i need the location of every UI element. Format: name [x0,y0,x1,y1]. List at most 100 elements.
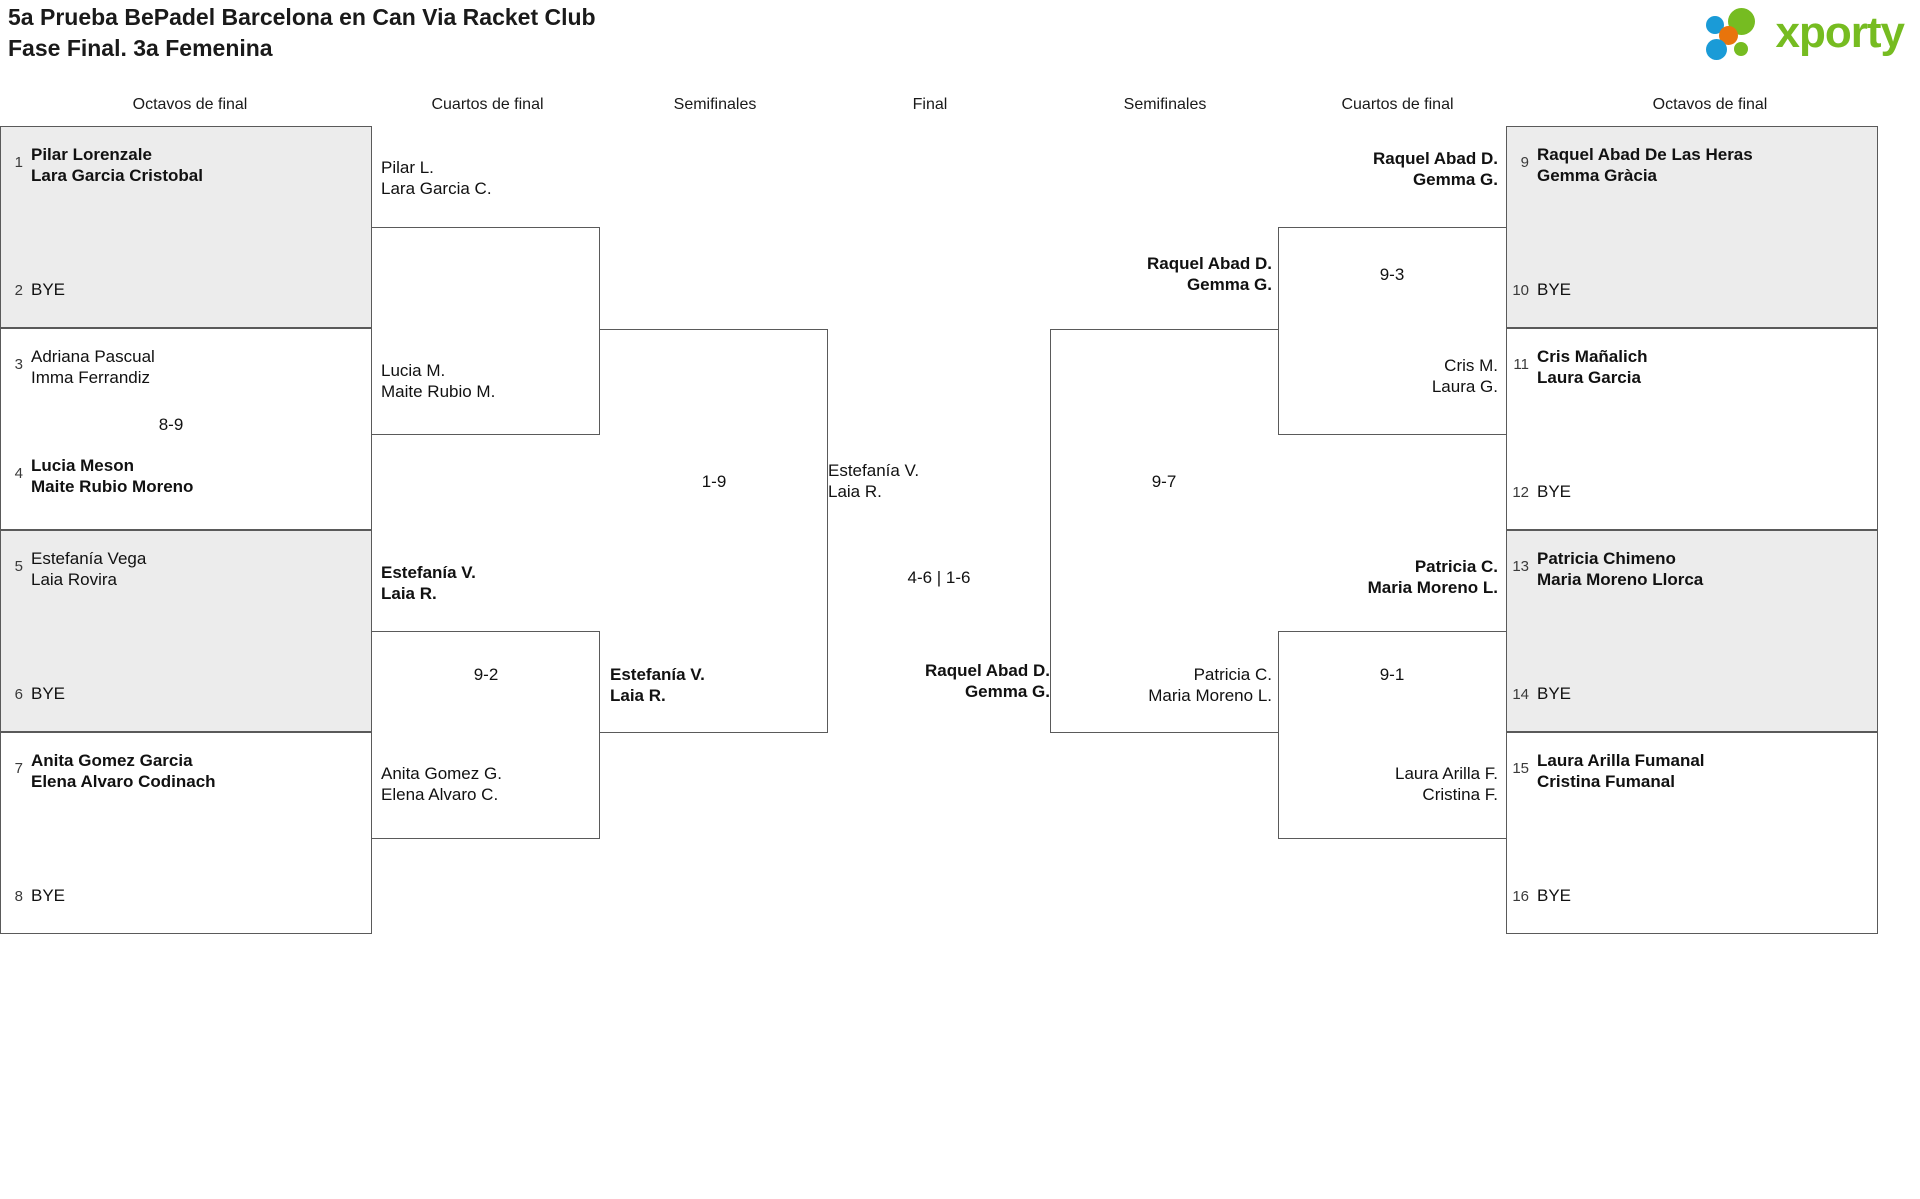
seed-number: 9 [1520,154,1529,171]
sf-score-left: 1-9 [701,472,727,491]
qf-entry-left-1: Pilar L. Lara Garcia C. [381,157,492,199]
title-line-2: Fase Final. 3a Femenina [8,35,273,61]
player-line-2: Gemma G. [1412,170,1498,189]
round-header-final: Final [912,96,948,113]
player-names: Pilar Lorenzale Lara Garcia Cristobal [31,144,203,186]
player-names: Lucia Meson Maite Rubio Moreno [31,455,193,497]
xporty-logo: xporty [1705,6,1905,60]
seed-number: 4 [14,465,23,482]
bye-label: BYE [31,886,66,905]
player-line-1: Pilar Lorenzale [31,145,152,164]
bracket-connector-left-qf-1 [372,227,600,435]
player-line-1: Cris Mañalich [1537,347,1648,366]
player-names: Estefanía Vega Laia Rovira [31,548,146,590]
seed-number: 3 [14,356,23,373]
player-line-2: Gemma Gràcia [1537,166,1658,185]
bracket-connector-right-sf [1050,329,1278,733]
qf-score-right-bottom: 9-1 [1379,665,1405,684]
player-line-1: Raquel Abad De Las Heras [1537,145,1753,164]
seed-number: 8 [14,888,23,905]
player-line-2: Maria Moreno L. [1367,578,1498,597]
player-line-2: Lara Garcia C. [381,179,492,198]
player-line-1: Patricia Chimeno [1537,549,1676,568]
round-header-left-sf: Semifinales [673,96,757,113]
qf-score-right-top: 9-3 [1379,265,1405,284]
player-line-1: Anita Gomez Garcia [31,751,193,770]
player-line-1: Estefanía Vega [31,549,147,568]
logo-wordmark: xporty [1775,8,1905,57]
player-names: Adriana Pascual Imma Ferrandiz [31,346,155,388]
bracket-connector-right-qf-1 [1278,227,1506,435]
logo-dot-blue-large [1705,39,1727,60]
player-line-2: Maria Moreno Llorca [1537,570,1704,589]
seed-number: 11 [1513,356,1529,373]
player-line-1: Raquel Abad D. [1147,254,1272,273]
player-line-2: Cristina Fumanal [1537,772,1675,791]
sf-score-right: 9-7 [1151,472,1177,491]
player-line-1: Cris M. [1444,356,1498,375]
match-cell-left-r16-1[interactable]: 1 Pilar Lorenzale Lara Garcia Cristobal … [0,126,372,328]
bracket-connector-right-qf-2 [1278,631,1506,839]
match-score: 8-9 [158,415,184,434]
round-header-right-sf: Semifinales [1123,96,1207,113]
player-line-1: Lucia M. [381,361,446,380]
player-names: Raquel Abad De Las Heras Gemma Gràcia [1537,144,1753,186]
bye-label: BYE [1537,886,1572,905]
player-line-1: Adriana Pascual [31,347,155,366]
match-cell-left-r16-2[interactable]: 3 Adriana Pascual Imma Ferrandiz 8-9 4 L… [0,328,372,530]
bye-label: BYE [31,280,66,299]
sf-entry-right-1: Raquel Abad D. Gemma G. [1050,253,1272,295]
seed-number: 16 [1512,888,1529,905]
match-cell-right-r16-3[interactable]: 13 Patricia Chimeno Maria Moreno Llorca … [1506,530,1878,732]
bye-label: BYE [1537,684,1572,703]
player-line-2: Maria Moreno L. [1148,686,1272,705]
seed-number: 13 [1512,558,1529,575]
round-header-left-r16: Octavos de final [132,96,248,113]
final-score: 4-6 | 1-6 [907,568,971,587]
player-line-1: Laura Arilla F. [1395,764,1498,783]
player-line-1: Lucia Meson [31,456,134,475]
player-line-2: Imma Ferrandiz [31,368,151,387]
match-cell-right-r16-2[interactable]: 11 Cris Mañalich Laura Garcia 12 BYE [1506,328,1878,530]
player-line-1: Pilar L. [381,158,434,177]
match-cell-left-r16-3[interactable]: 5 Estefanía Vega Laia Rovira 6 BYE [0,530,372,732]
bye-label: BYE [1537,280,1572,299]
logo-dot-orange [1718,26,1738,45]
match-cell-left-r16-4[interactable]: 7 Anita Gomez Garcia Elena Alvaro Codina… [0,732,372,934]
player-line-2: Laia R. [610,686,666,705]
player-line-1: Raquel Abad D. [1373,149,1498,168]
match-cell-right-r16-4[interactable]: 15 Laura Arilla Fumanal Cristina Fumanal… [1506,732,1878,934]
logo-dot-blue-small [1705,16,1724,34]
player-line-1: Estefanía V. [610,665,705,684]
bracket-connector-left-qf-2 [372,631,600,839]
qf-entry-left-2: Lucia M. Maite Rubio M. [381,360,495,402]
bye-label: BYE [31,684,66,703]
qf-entry-right-2: Cris M. Laura G. [1278,355,1498,397]
seed-number: 5 [14,558,23,575]
player-line-2: Elena Alvaro Codinach [31,772,216,791]
seed-number: 15 [1512,760,1529,777]
player-line-2: Laura G. [1431,377,1498,396]
player-line-2: Gemma G. [1186,275,1272,294]
player-names: Laura Arilla Fumanal Cristina Fumanal [1537,750,1705,792]
seed-number: 6 [14,686,23,703]
player-line-2: Maite Rubio Moreno [31,477,194,496]
player-line-2: Gemma G. [964,682,1050,701]
player-names: Patricia Chimeno Maria Moreno Llorca [1537,548,1703,590]
player-line-1: Raquel Abad D. [925,661,1050,680]
bye-label: BYE [1537,482,1572,501]
player-line-1: Laura Arilla Fumanal [1537,751,1705,770]
round-header-right-r16: Octavos de final [1652,96,1768,113]
player-line-2: Laura Garcia [1537,368,1641,387]
final-entry-right: Raquel Abad D. Gemma G. [828,660,1050,702]
player-line-1: Patricia C. [1193,665,1272,684]
player-line-2: Cristina F. [1422,785,1498,804]
player-line-1: Anita Gomez G. [381,764,502,783]
match-cell-right-r16-1[interactable]: 9 Raquel Abad De Las Heras Gemma Gràcia … [1506,126,1878,328]
player-line-2: Laia R. [381,584,437,603]
xporty-dots-icon [1705,6,1768,60]
player-line-2: Elena Alvaro C. [381,785,499,804]
qf-entry-right-3: Patricia C. Maria Moreno L. [1278,556,1498,598]
player-line-1: Estefanía V. [381,563,476,582]
bracket-connector-left-sf [600,329,828,733]
